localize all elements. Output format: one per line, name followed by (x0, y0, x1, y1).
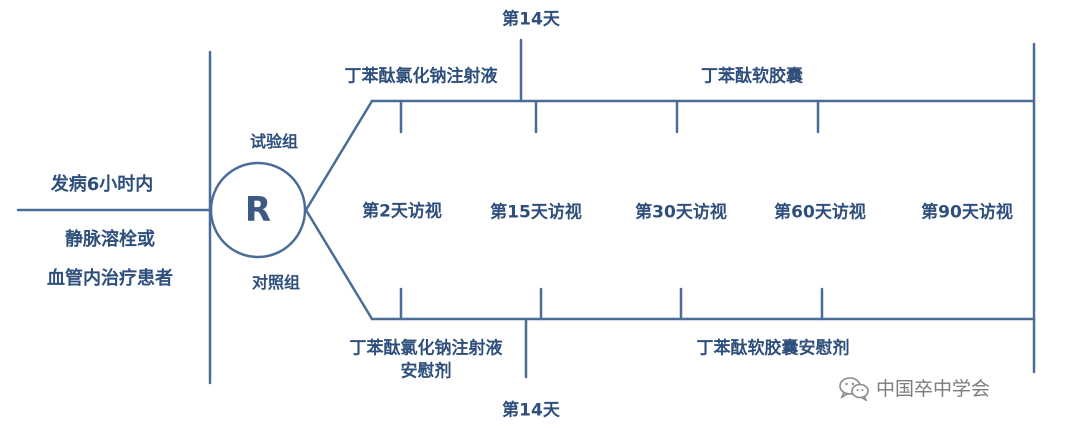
visit-label: 第60天访视 (774, 202, 866, 223)
watermark-text: 中国卒中学会 (876, 378, 991, 400)
control-phase1-label-line2: 安慰剂 (400, 361, 452, 382)
patient-label-line1: 发病6小时内 (50, 174, 154, 195)
patient-label-line3: 血管内治疗患者 (47, 268, 173, 289)
control-phase2-label: 丁苯酞软胶囊安慰剂 (696, 338, 850, 359)
test-phase2-label: 丁苯酞软胶囊 (701, 66, 803, 87)
control-phase1-label-line1: 丁苯酞氯化钠注射液 (349, 338, 503, 359)
randomization-label: R (244, 190, 272, 230)
patient-label-line2: 静脉溶栓或 (65, 229, 155, 250)
test-group-label: 试验组 (249, 132, 299, 151)
wechat-icon (839, 376, 869, 401)
branch-top-diagonal (304, 99, 374, 212)
test-phase1-label: 丁苯酞氯化钠注射液 (344, 66, 498, 87)
visit-label: 第30天访视 (635, 202, 727, 223)
visit-label: 第15天访视 (490, 202, 582, 223)
visit-label: 第90天访视 (921, 202, 1013, 223)
branch-bottom-diagonal (304, 208, 374, 321)
day14-top-label: 第14天 (502, 9, 560, 30)
visit-label: 第2天访视 (362, 201, 442, 222)
control-group-label: 对照组 (251, 273, 301, 292)
watermark: 中国卒中学会 (838, 374, 990, 401)
day14-bottom-label: 第14天 (502, 400, 560, 421)
